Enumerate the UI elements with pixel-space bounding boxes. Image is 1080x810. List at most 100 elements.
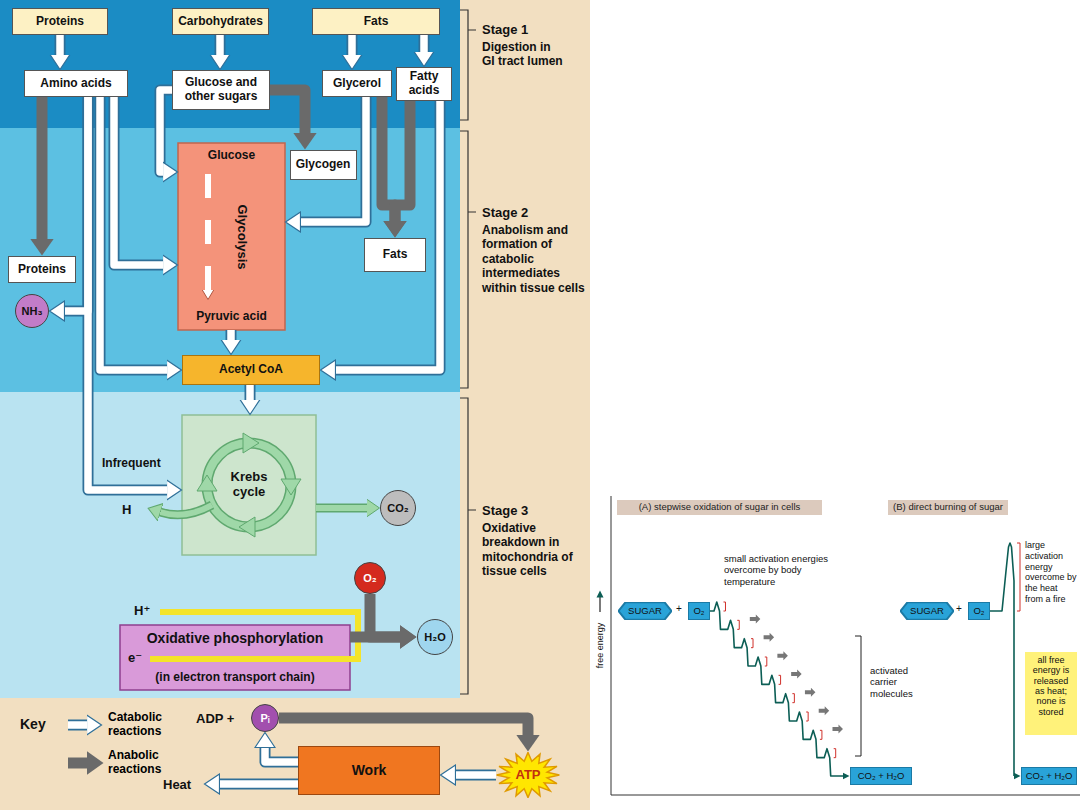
molecule-box: SUGAR bbox=[900, 602, 954, 620]
glycolysis-box: GlucoseGlycolysisPyruvic acid bbox=[178, 143, 285, 330]
chart-axis bbox=[611, 496, 1080, 795]
catabolic-arrow bbox=[455, 771, 496, 779]
energy-path bbox=[710, 602, 843, 776]
food-group-box: Proteins bbox=[12, 8, 108, 35]
molecule-circle: Pᵢ bbox=[251, 704, 279, 732]
stage-description: Anabolism and formation of catabolic int… bbox=[482, 223, 590, 295]
axis-arrow bbox=[599, 597, 600, 612]
output-label: Heat bbox=[163, 777, 191, 793]
catabolic-arrow bbox=[114, 97, 163, 265]
catabolic-arrow bbox=[227, 330, 235, 340]
nutrient-box: Glucose and other sugars bbox=[172, 70, 270, 110]
legend-title: Key bbox=[20, 716, 46, 733]
stage-heading: Stage 2 bbox=[482, 205, 582, 221]
node-label: O₂ bbox=[363, 572, 376, 585]
molecule-box: CO₂ + H₂O bbox=[1021, 767, 1077, 785]
node-label: Oxidative phosphorylation bbox=[147, 630, 324, 646]
storage-box: Glycogen bbox=[290, 150, 357, 180]
catabolic-arrow bbox=[216, 35, 224, 55]
node-label: O₂ bbox=[973, 606, 984, 617]
storage-box: Proteins bbox=[8, 256, 76, 283]
node-label: (B) direct burning of sugar bbox=[893, 502, 1003, 513]
node-label: Glycogen bbox=[296, 158, 351, 172]
legend-sample bbox=[68, 720, 87, 731]
molecule-label: ADP + bbox=[196, 711, 234, 727]
node-label: NH₃ bbox=[22, 305, 43, 318]
star-outline bbox=[497, 752, 560, 797]
edge-label: Infrequent bbox=[100, 456, 163, 470]
arrow-outline bbox=[265, 747, 298, 762]
node-label: SUGAR bbox=[910, 606, 944, 617]
arrow-outline bbox=[160, 90, 172, 172]
arrow-outline bbox=[455, 770, 496, 781]
legend-sample bbox=[66, 713, 104, 737]
energy-path bbox=[990, 543, 1014, 776]
legend-sample bbox=[66, 751, 104, 775]
hexagon-outline bbox=[619, 602, 672, 620]
node-sublabel: (in electron transport chain) bbox=[155, 671, 314, 685]
anabolic-arrow bbox=[350, 632, 400, 643]
catabolic-arrow bbox=[56, 35, 64, 55]
hydrogen-arrow bbox=[160, 505, 212, 515]
box-fill bbox=[182, 415, 316, 555]
molecule-box: CO₂ + H₂O bbox=[850, 767, 912, 785]
anabolic-arrow bbox=[370, 594, 400, 637]
panel-ground bbox=[0, 0, 590, 810]
krebs-ring bbox=[207, 443, 291, 527]
catabolic-arrow bbox=[265, 747, 298, 762]
stage-band bbox=[0, 0, 460, 128]
legend-text: Anabolic reactions bbox=[108, 749, 180, 777]
arrow-outline bbox=[419, 35, 430, 52]
arrow-outline bbox=[226, 330, 237, 340]
hexagon-outline bbox=[901, 602, 954, 620]
nutrient-box: Fatty acids bbox=[396, 67, 452, 101]
catabolic-arrow bbox=[348, 35, 356, 55]
stage-bracket bbox=[460, 398, 476, 694]
panel-header: (B) direct burning of sugar bbox=[888, 500, 1008, 515]
node-label: (A) stepwise oxidation of sugar in cells bbox=[639, 502, 801, 513]
anabolic-arrow bbox=[270, 90, 305, 133]
arrow-outline bbox=[316, 504, 367, 513]
heat-arrow bbox=[219, 779, 298, 790]
stage-heading: Stage 3 bbox=[482, 503, 582, 519]
axis-label: free energy bbox=[595, 615, 606, 675]
node-label: Carbohydrates bbox=[178, 15, 263, 29]
catabolic-arrow bbox=[160, 90, 172, 172]
node-sublabel: Glycolysis bbox=[235, 204, 250, 269]
activation-bracket bbox=[723, 602, 835, 758]
molecule-circle: H₂O bbox=[417, 619, 453, 655]
particle-label: H⁺ bbox=[134, 603, 150, 619]
food-group-box: Fats bbox=[312, 8, 440, 35]
annotation: small activation energies overcome by bo… bbox=[724, 553, 849, 587]
heat-arrow bbox=[219, 780, 298, 788]
catabolic-arrow bbox=[420, 35, 428, 52]
molecule-box: O₂ bbox=[968, 602, 990, 620]
node-label: Fatty acids bbox=[401, 70, 447, 98]
process-box: Oxidative phosphorylation (in electron tr… bbox=[120, 625, 350, 690]
node-label: Glucose and other sugars bbox=[177, 76, 265, 104]
node-sublabel: Pyruvic acid bbox=[196, 310, 267, 324]
stage-bracket bbox=[460, 131, 476, 388]
node-label: Acetyl CoA bbox=[219, 363, 283, 377]
note-box: all free energy is released as heat; non… bbox=[1025, 652, 1077, 735]
annotation: large activation energy overcome by the … bbox=[1025, 540, 1077, 605]
legend-sample bbox=[68, 721, 87, 729]
stage-bracket bbox=[460, 10, 476, 120]
node-label: Glycerol bbox=[333, 77, 381, 91]
glycolysis-step-arrow bbox=[205, 174, 211, 290]
node-label: Pᵢ bbox=[261, 712, 270, 725]
product-label: H bbox=[122, 502, 131, 518]
stage-description: Oxidative breakdown in mitochondria of t… bbox=[482, 521, 582, 579]
stage-band bbox=[0, 392, 460, 698]
molecule-circle: CO₂ bbox=[380, 490, 416, 526]
node-label: all free energy is released as heat; non… bbox=[1028, 655, 1074, 717]
node-label: Fats bbox=[383, 248, 408, 262]
node-label: ATP bbox=[515, 768, 540, 783]
krebs-arrowhead bbox=[197, 475, 217, 491]
krebs-arrowhead bbox=[239, 517, 255, 537]
stage-description: Digestion in GI tract lumen bbox=[482, 40, 564, 69]
legend-entry: Catabolic reactions bbox=[66, 706, 180, 744]
krebs-arrowhead bbox=[243, 433, 259, 453]
hydrogen-arrow bbox=[160, 505, 212, 515]
krebs-ring bbox=[207, 443, 291, 527]
